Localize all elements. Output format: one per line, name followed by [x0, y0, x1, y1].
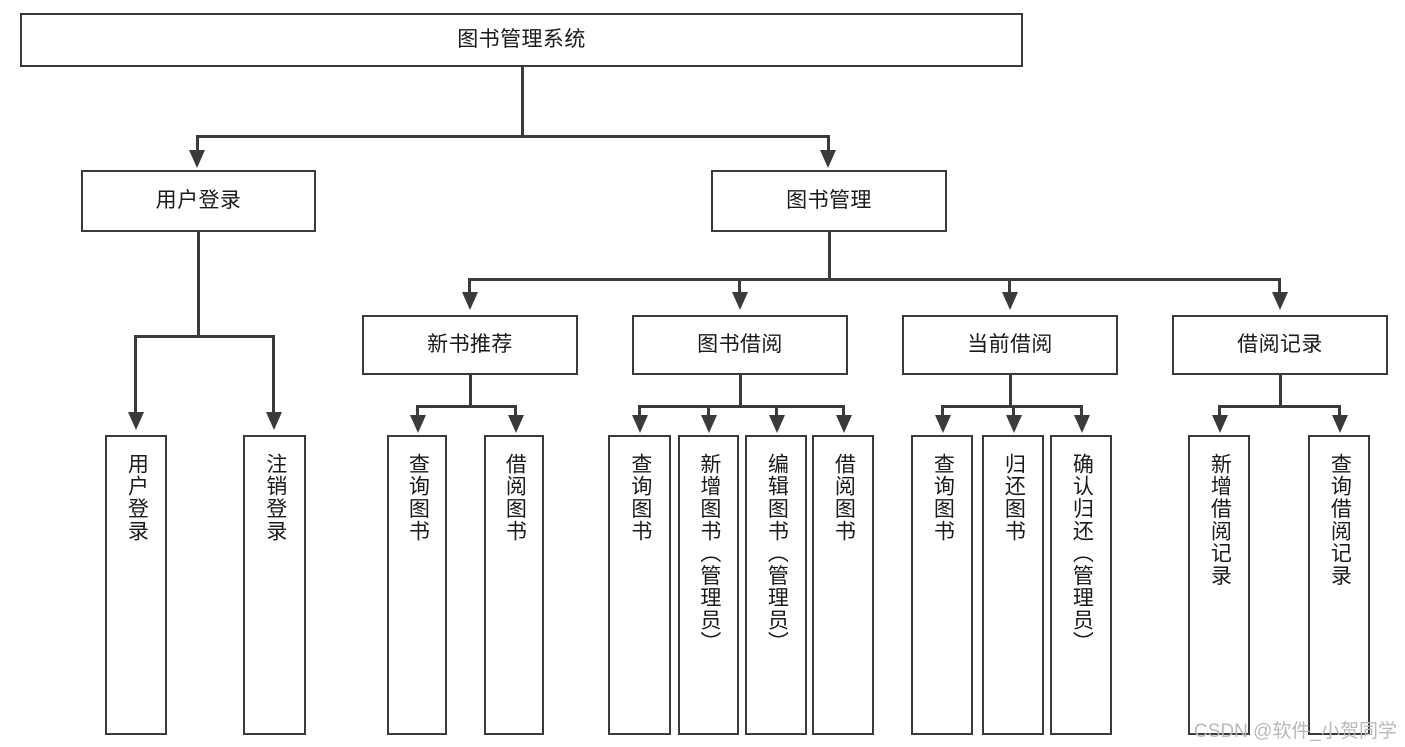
arrow-login-leaf2: [266, 412, 282, 430]
connector-borrow-bus: [638, 405, 844, 408]
arrow-current-leaf3: [1074, 415, 1090, 433]
node-label: 编辑图书（管理员）: [765, 453, 789, 654]
leaf-confirm-return-admin[interactable]: 确认归还（管理员）: [1050, 435, 1112, 735]
arrow-borrow-leaf4: [836, 415, 852, 433]
arrow-bookmgmt-to-borrow: [732, 292, 748, 310]
connector-bookmgmt-to-current: [1008, 278, 1011, 297]
leaf-add-book-admin[interactable]: 新增图书（管理员）: [678, 435, 739, 735]
connector-login-leaf2: [272, 335, 275, 417]
connector-current-stem: [1009, 375, 1012, 405]
node-label: 归还图书: [1002, 453, 1026, 543]
node-label: 查询图书: [406, 453, 430, 543]
connector-record-bus: [1218, 405, 1338, 408]
leaf-query-books-borrowing[interactable]: 查询图书: [608, 435, 671, 735]
connector-login-bus: [134, 335, 272, 338]
connector-borrow-leaf1: [638, 405, 641, 419]
connector-borrow-leaf3: [775, 405, 778, 419]
leaf-borrow-books-borrowing[interactable]: 借阅图书: [812, 435, 874, 735]
node-label: 查询图书: [931, 453, 955, 543]
node-root-book-management-system[interactable]: 图书管理系统: [20, 13, 1023, 67]
connector-bookmgmt-to-record: [1278, 278, 1281, 297]
arrow-newbook-leaf1: [410, 415, 426, 433]
leaf-borrow-books-newbook[interactable]: 借阅图书: [484, 435, 544, 735]
connector-current-leaf1: [941, 405, 944, 419]
arrow-borrow-leaf3: [769, 415, 785, 433]
node-user-login[interactable]: 用户登录: [81, 170, 316, 232]
node-label: 借阅图书: [503, 453, 527, 543]
leaf-add-borrow-record[interactable]: 新增借阅记录: [1188, 435, 1250, 735]
leaf-query-books-newbook[interactable]: 查询图书: [387, 435, 447, 735]
connector-login-leaf1: [134, 335, 137, 417]
node-label: 借阅记录: [1237, 332, 1323, 356]
connector-bookmgmt-to-borrow: [738, 278, 741, 297]
connector-record-leaf1: [1218, 405, 1221, 419]
leaf-return-books[interactable]: 归还图书: [982, 435, 1044, 735]
connector-root-to-login: [196, 135, 199, 155]
node-new-book-recommendation[interactable]: 新书推荐: [362, 315, 578, 375]
connector-newbook-leaf2: [514, 405, 517, 419]
arrow-login-leaf1: [128, 412, 144, 430]
node-label: 图书管理: [786, 188, 872, 212]
leaf-logout[interactable]: 注销登录: [243, 435, 306, 735]
csdn-watermark: CSDN @软件_小贺同学: [1194, 721, 1397, 742]
arrow-record-leaf2: [1332, 415, 1348, 433]
arrow-bookmgmt-to-new: [462, 292, 478, 310]
arrow-bookmgmt-to-record: [1272, 292, 1288, 310]
node-label: 图书管理系统: [457, 27, 586, 51]
connector-borrow-leaf2: [707, 405, 710, 419]
connector-bookmgmt-to-new: [468, 278, 471, 297]
connector-newbook-leaf1: [416, 405, 419, 419]
node-label: 注销登录: [263, 453, 287, 543]
node-current-borrowing[interactable]: 当前借阅: [902, 315, 1118, 375]
arrow-borrow-leaf1: [632, 415, 648, 433]
node-label: 确认归还（管理员）: [1070, 453, 1094, 654]
connector-current-bus: [941, 405, 1081, 408]
connector-record-stem: [1279, 375, 1282, 405]
node-label: 查询图书: [628, 453, 652, 543]
node-label: 新书推荐: [427, 332, 513, 356]
node-book-borrowing[interactable]: 图书借阅: [632, 315, 848, 375]
arrow-current-leaf2: [1006, 415, 1022, 433]
connector-current-leaf2: [1012, 405, 1015, 419]
arrow-root-to-bookmgmt: [820, 150, 836, 168]
connector-root-stem: [521, 67, 524, 135]
connector-login-stem: [197, 232, 200, 335]
connector-root-to-bookmgmt: [827, 135, 830, 155]
node-label: 当前借阅: [967, 332, 1053, 356]
arrow-newbook-leaf2: [508, 415, 524, 433]
connector-newbook-stem: [469, 375, 472, 405]
connector-root-bus: [196, 135, 829, 138]
leaf-query-books-current[interactable]: 查询图书: [911, 435, 973, 735]
node-label: 新增借阅记录: [1208, 453, 1232, 587]
node-label: 查询借阅记录: [1328, 453, 1352, 587]
connector-bookmgmt-stem: [828, 232, 831, 278]
node-label: 借阅图书: [832, 453, 856, 543]
node-label: 新增图书（管理员）: [697, 453, 721, 654]
arrow-borrow-leaf2: [701, 415, 717, 433]
node-label: 用户登录: [155, 188, 242, 212]
node-borrow-records[interactable]: 借阅记录: [1172, 315, 1388, 375]
arrow-record-leaf1: [1212, 415, 1228, 433]
leaf-edit-book-admin[interactable]: 编辑图书（管理员）: [745, 435, 807, 735]
node-label: 图书借阅: [697, 332, 783, 356]
connector-borrow-stem: [739, 375, 742, 405]
connector-current-leaf3: [1080, 405, 1083, 419]
leaf-query-borrow-record[interactable]: 查询借阅记录: [1308, 435, 1370, 735]
connector-record-leaf2: [1338, 405, 1341, 419]
connector-newbook-bus: [416, 405, 516, 408]
connector-borrow-leaf4: [842, 405, 845, 419]
arrow-current-leaf1: [935, 415, 951, 433]
arrow-root-to-login: [189, 150, 205, 168]
connector-bookmgmt-bus: [468, 278, 1280, 281]
node-book-management[interactable]: 图书管理: [711, 170, 947, 232]
node-label: 用户登录: [125, 453, 149, 543]
arrow-bookmgmt-to-current: [1002, 292, 1018, 310]
leaf-user-login[interactable]: 用户登录: [105, 435, 167, 735]
